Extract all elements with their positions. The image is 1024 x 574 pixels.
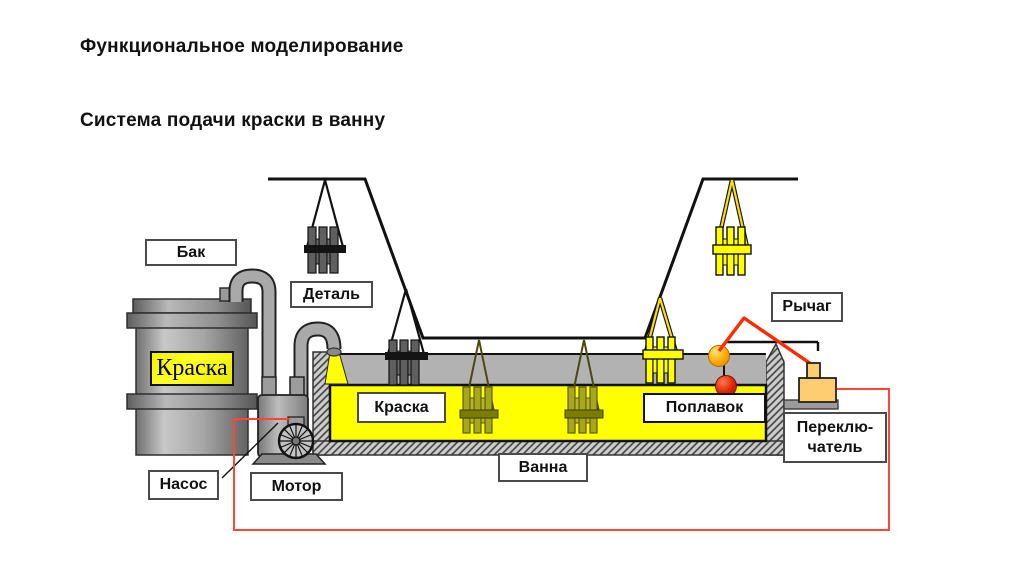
switch-unit: [783, 362, 839, 410]
label-bath: Ванна: [498, 453, 588, 482]
pump-base: [251, 453, 327, 465]
lever-rod: [717, 316, 815, 368]
hanging-part-painted-top: [712, 179, 752, 276]
hanging-part-painted-lifting: [642, 297, 684, 384]
label-lever: Рычаг: [771, 292, 843, 322]
conveyor-line: [268, 177, 798, 340]
pump-outlet-stub: [289, 376, 305, 398]
page-title: Функциональное моделирование: [80, 36, 404, 57]
label-part: Деталь: [290, 281, 373, 308]
page-subtitle: Система подачи краски в ванну: [80, 110, 386, 131]
delivery-pipe: [293, 321, 342, 398]
label-bath-paint: Краска: [357, 392, 446, 423]
switch-knob: [806, 362, 821, 379]
pipe-nozzle-mouth: [326, 347, 342, 357]
pump-unit: [251, 376, 327, 465]
hanging-part-submerged-2: [564, 339, 604, 434]
label-barrel-paint: Краска: [150, 351, 234, 386]
float-upper-ball: [708, 345, 730, 367]
pump-label-leader-line: [221, 422, 279, 479]
suction-pipe: [228, 268, 277, 384]
pump-inlet-stub: [261, 376, 277, 398]
label-float: Поплавок: [643, 393, 766, 423]
switch-body: [798, 377, 837, 403]
label-pump: Насос: [148, 470, 219, 500]
hanging-part-submerged-1: [459, 339, 499, 434]
hanging-part-unpainted-entering: [385, 288, 428, 386]
label-motor: Мотор: [250, 472, 343, 501]
bath-wall-right: [765, 342, 785, 456]
label-switch: Переклю- чатель: [783, 412, 887, 463]
motor-fan: [277, 422, 315, 460]
label-tank: Бак: [145, 239, 237, 266]
hanging-part-unpainted-top: [304, 179, 346, 274]
circuit-wire: [233, 388, 890, 531]
